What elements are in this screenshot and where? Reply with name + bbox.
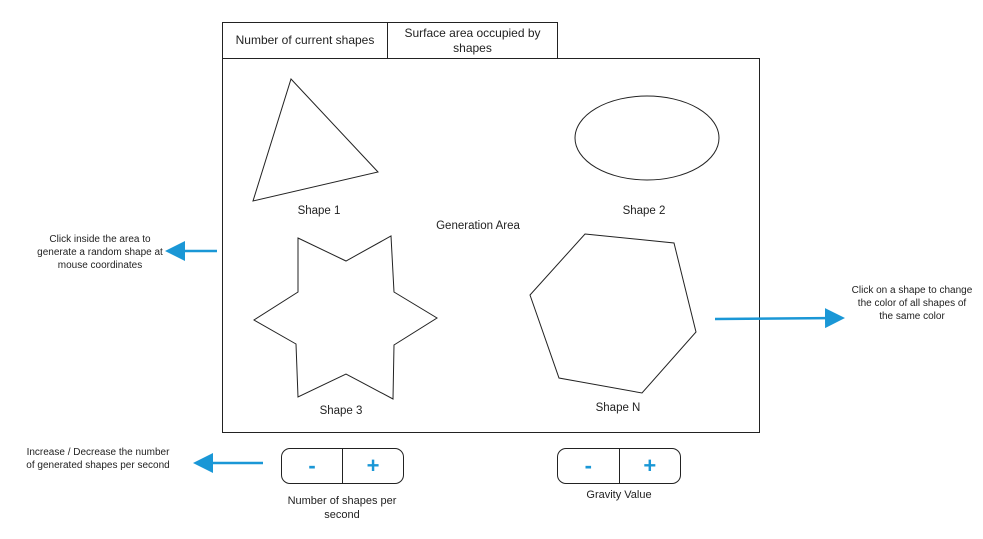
hexagon-icon[interactable] [529,233,697,394]
tab-shape-count: Number of current shapes [222,22,388,59]
shape-2-label: Shape 2 [622,205,666,217]
gravity-decrease-button[interactable]: - [558,449,620,483]
tab-surface-area: Surface area occupied by shapes [387,22,558,59]
shape-3-label: Shape 3 [319,405,363,417]
shapes-per-second-label: Number of shapes per second [287,495,397,521]
generation-area-title: Generation Area [436,220,520,232]
shapes-per-second-stepper: - + [281,448,404,484]
note-click-shape: Click on a shape to change the color of … [851,285,973,322]
star-icon[interactable] [253,235,438,400]
shapes-increase-button[interactable]: + [366,453,380,478]
tab-surface-area-label: Surface area occupied by shapes [404,25,541,55]
generation-area[interactable]: Shape 1 Shape 2 Generation Area Shape 3 … [222,58,760,433]
gravity-stepper: - + [557,448,681,484]
gravity-label: Gravity Value [586,489,652,501]
shape-n-label: Shape N [595,402,641,414]
ellipse-icon[interactable] [574,95,720,181]
shapes-canvas [252,78,720,400]
shapes-decrease-button[interactable]: - [282,449,343,483]
note-shapes-rate: Increase / Decrease the number of genera… [26,447,170,471]
gravity-increase-button[interactable]: + [643,453,657,478]
tab-shape-count-label: Number of current shapes [235,33,375,47]
triangle-icon[interactable] [252,78,379,202]
shape-1-label: Shape 1 [297,205,341,217]
note-click-area: Click inside the area to generate a rand… [37,234,163,271]
